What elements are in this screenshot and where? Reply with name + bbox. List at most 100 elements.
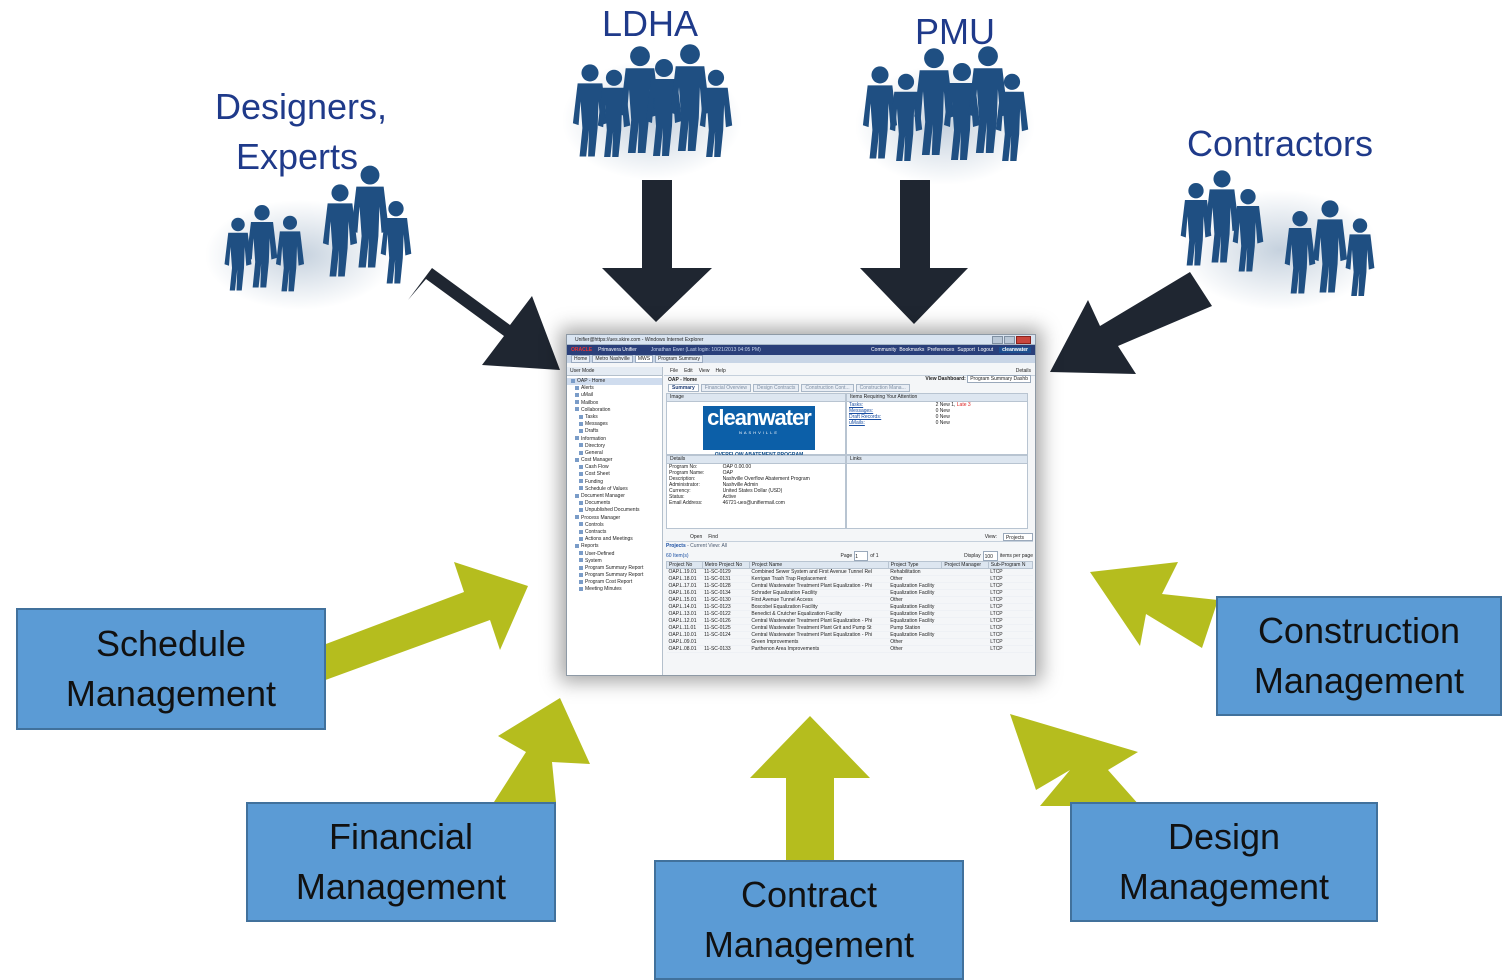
- page-input[interactable]: 1: [854, 551, 869, 561]
- nav-item[interactable]: Collaboration: [567, 407, 662, 414]
- nav-item-label: Directory: [585, 442, 606, 449]
- nav-item[interactable]: Mailbox: [567, 400, 662, 407]
- nav-item[interactable]: Messages: [567, 421, 662, 428]
- menu-help[interactable]: Help: [715, 368, 726, 374]
- top-link-bookmarks[interactable]: Bookmarks: [899, 347, 925, 353]
- nav-item-icon: [579, 464, 583, 469]
- top-link-logout[interactable]: Logout: [977, 347, 994, 353]
- dashboard-tab[interactable]: Financial Overview: [700, 384, 752, 392]
- attention-key[interactable]: uMails:: [849, 420, 865, 426]
- dashboard-tab[interactable]: Design Contracts: [753, 384, 800, 392]
- nav-item[interactable]: Alerts: [567, 385, 662, 392]
- view-dashboard-select[interactable]: Program Summary Dashb: [967, 375, 1031, 383]
- window-titlebar: Unifier@https://ues.skire.com - Windows …: [567, 335, 1035, 345]
- nav-item[interactable]: General: [567, 450, 662, 457]
- view-select[interactable]: Projects: [1002, 533, 1033, 541]
- top-link-community[interactable]: Community: [871, 347, 897, 353]
- arrow-designers: [408, 268, 560, 370]
- nav-item[interactable]: Program Summary Report: [567, 572, 662, 579]
- maximize-icon[interactable]: [1004, 336, 1015, 344]
- nav-item[interactable]: Controls: [567, 522, 662, 529]
- nav-item[interactable]: Reports: [567, 543, 662, 550]
- ldha-crowd-icon: [562, 44, 742, 180]
- view-dashboard: View Dashboard: Program Summary Dashb: [925, 375, 1031, 383]
- current-view: - Current View: All: [687, 543, 728, 549]
- grid-column-header[interactable]: Project No: [666, 561, 703, 569]
- table-cell: LTCP: [988, 582, 1033, 590]
- nav-item[interactable]: uMail: [567, 392, 662, 399]
- nav-item[interactable]: Tasks: [567, 414, 662, 421]
- display-select[interactable]: 100: [982, 551, 998, 561]
- table-cell: Other: [888, 575, 942, 583]
- user-mode-header[interactable]: User Mode: [567, 367, 662, 376]
- nav-item[interactable]: System: [567, 558, 662, 565]
- nav-item[interactable]: Program Cost Report: [567, 579, 662, 586]
- dashboard-tab[interactable]: Summary: [668, 384, 699, 392]
- menu-file[interactable]: File: [670, 368, 679, 374]
- dashboard-tab[interactable]: Construction Cont...: [801, 384, 854, 392]
- table-cell: [941, 589, 989, 597]
- menu-edit[interactable]: Edit: [684, 368, 693, 374]
- menu-view[interactable]: View: [698, 368, 710, 374]
- dashboard-tab[interactable]: Construction Mana...: [855, 384, 910, 392]
- app-tab[interactable]: Home: [571, 355, 591, 363]
- logo-sub-text: NASHVILLE: [738, 430, 779, 435]
- find-button[interactable]: Find: [708, 534, 718, 540]
- nav-item[interactable]: OAP - Home: [567, 378, 662, 386]
- open-button[interactable]: Open: [690, 534, 703, 540]
- nav-item-icon: [579, 500, 583, 505]
- nav-item[interactable]: Cost Sheet: [567, 471, 662, 478]
- table-cell: Other: [888, 596, 942, 604]
- nav-item[interactable]: Program Summary Report: [567, 565, 662, 572]
- nav-item[interactable]: Cost Manager: [567, 457, 662, 464]
- nav-item[interactable]: Drafts: [567, 428, 662, 435]
- nav-item[interactable]: Actions and Meetings: [567, 536, 662, 543]
- close-icon[interactable]: [1016, 336, 1031, 344]
- nav-item[interactable]: Unpublished Documents: [567, 507, 662, 514]
- details-button[interactable]: Details: [1015, 368, 1031, 374]
- nav-item[interactable]: Funding: [567, 479, 662, 486]
- minimize-icon[interactable]: [992, 336, 1003, 344]
- nav-item[interactable]: Schedule of Values: [567, 486, 662, 493]
- grid-column-header[interactable]: Metro Project No: [701, 561, 750, 569]
- table-cell: [941, 575, 989, 583]
- nav-item[interactable]: Information: [567, 436, 662, 443]
- top-link-preferences[interactable]: Preferences: [927, 347, 955, 353]
- nav-item[interactable]: Document Manager: [567, 493, 662, 500]
- table-cell: 11-SC-0134: [702, 589, 750, 597]
- nav-item[interactable]: User-Defined: [567, 551, 662, 558]
- nav-item[interactable]: Contracts: [567, 529, 662, 536]
- nav-item[interactable]: Documents: [567, 500, 662, 507]
- grid-column-header[interactable]: Project Manager: [941, 561, 989, 569]
- nav-item[interactable]: Meeting Minutes: [567, 586, 662, 593]
- grid-column-header[interactable]: Sub-Program N: [987, 561, 1034, 569]
- nav-item[interactable]: Directory: [567, 443, 662, 450]
- app-tab[interactable]: Program Summary: [655, 355, 703, 363]
- top-link-support[interactable]: Support: [957, 347, 975, 353]
- grid-column-header[interactable]: Project Type: [887, 561, 943, 569]
- nav-item-icon: [579, 551, 583, 556]
- nav-item[interactable]: Cash Flow: [567, 464, 662, 471]
- grid-column-header[interactable]: Project Name: [748, 561, 889, 569]
- attention-key[interactable]: Messages:: [849, 408, 874, 414]
- nav-item[interactable]: Process Manager: [567, 515, 662, 522]
- attention-key[interactable]: Draft Records:: [849, 414, 882, 420]
- attention-key[interactable]: Tasks:: [849, 402, 864, 408]
- app-tab[interactable]: MWS: [634, 355, 654, 363]
- app-tab[interactable]: Metro Nashville: [592, 355, 633, 363]
